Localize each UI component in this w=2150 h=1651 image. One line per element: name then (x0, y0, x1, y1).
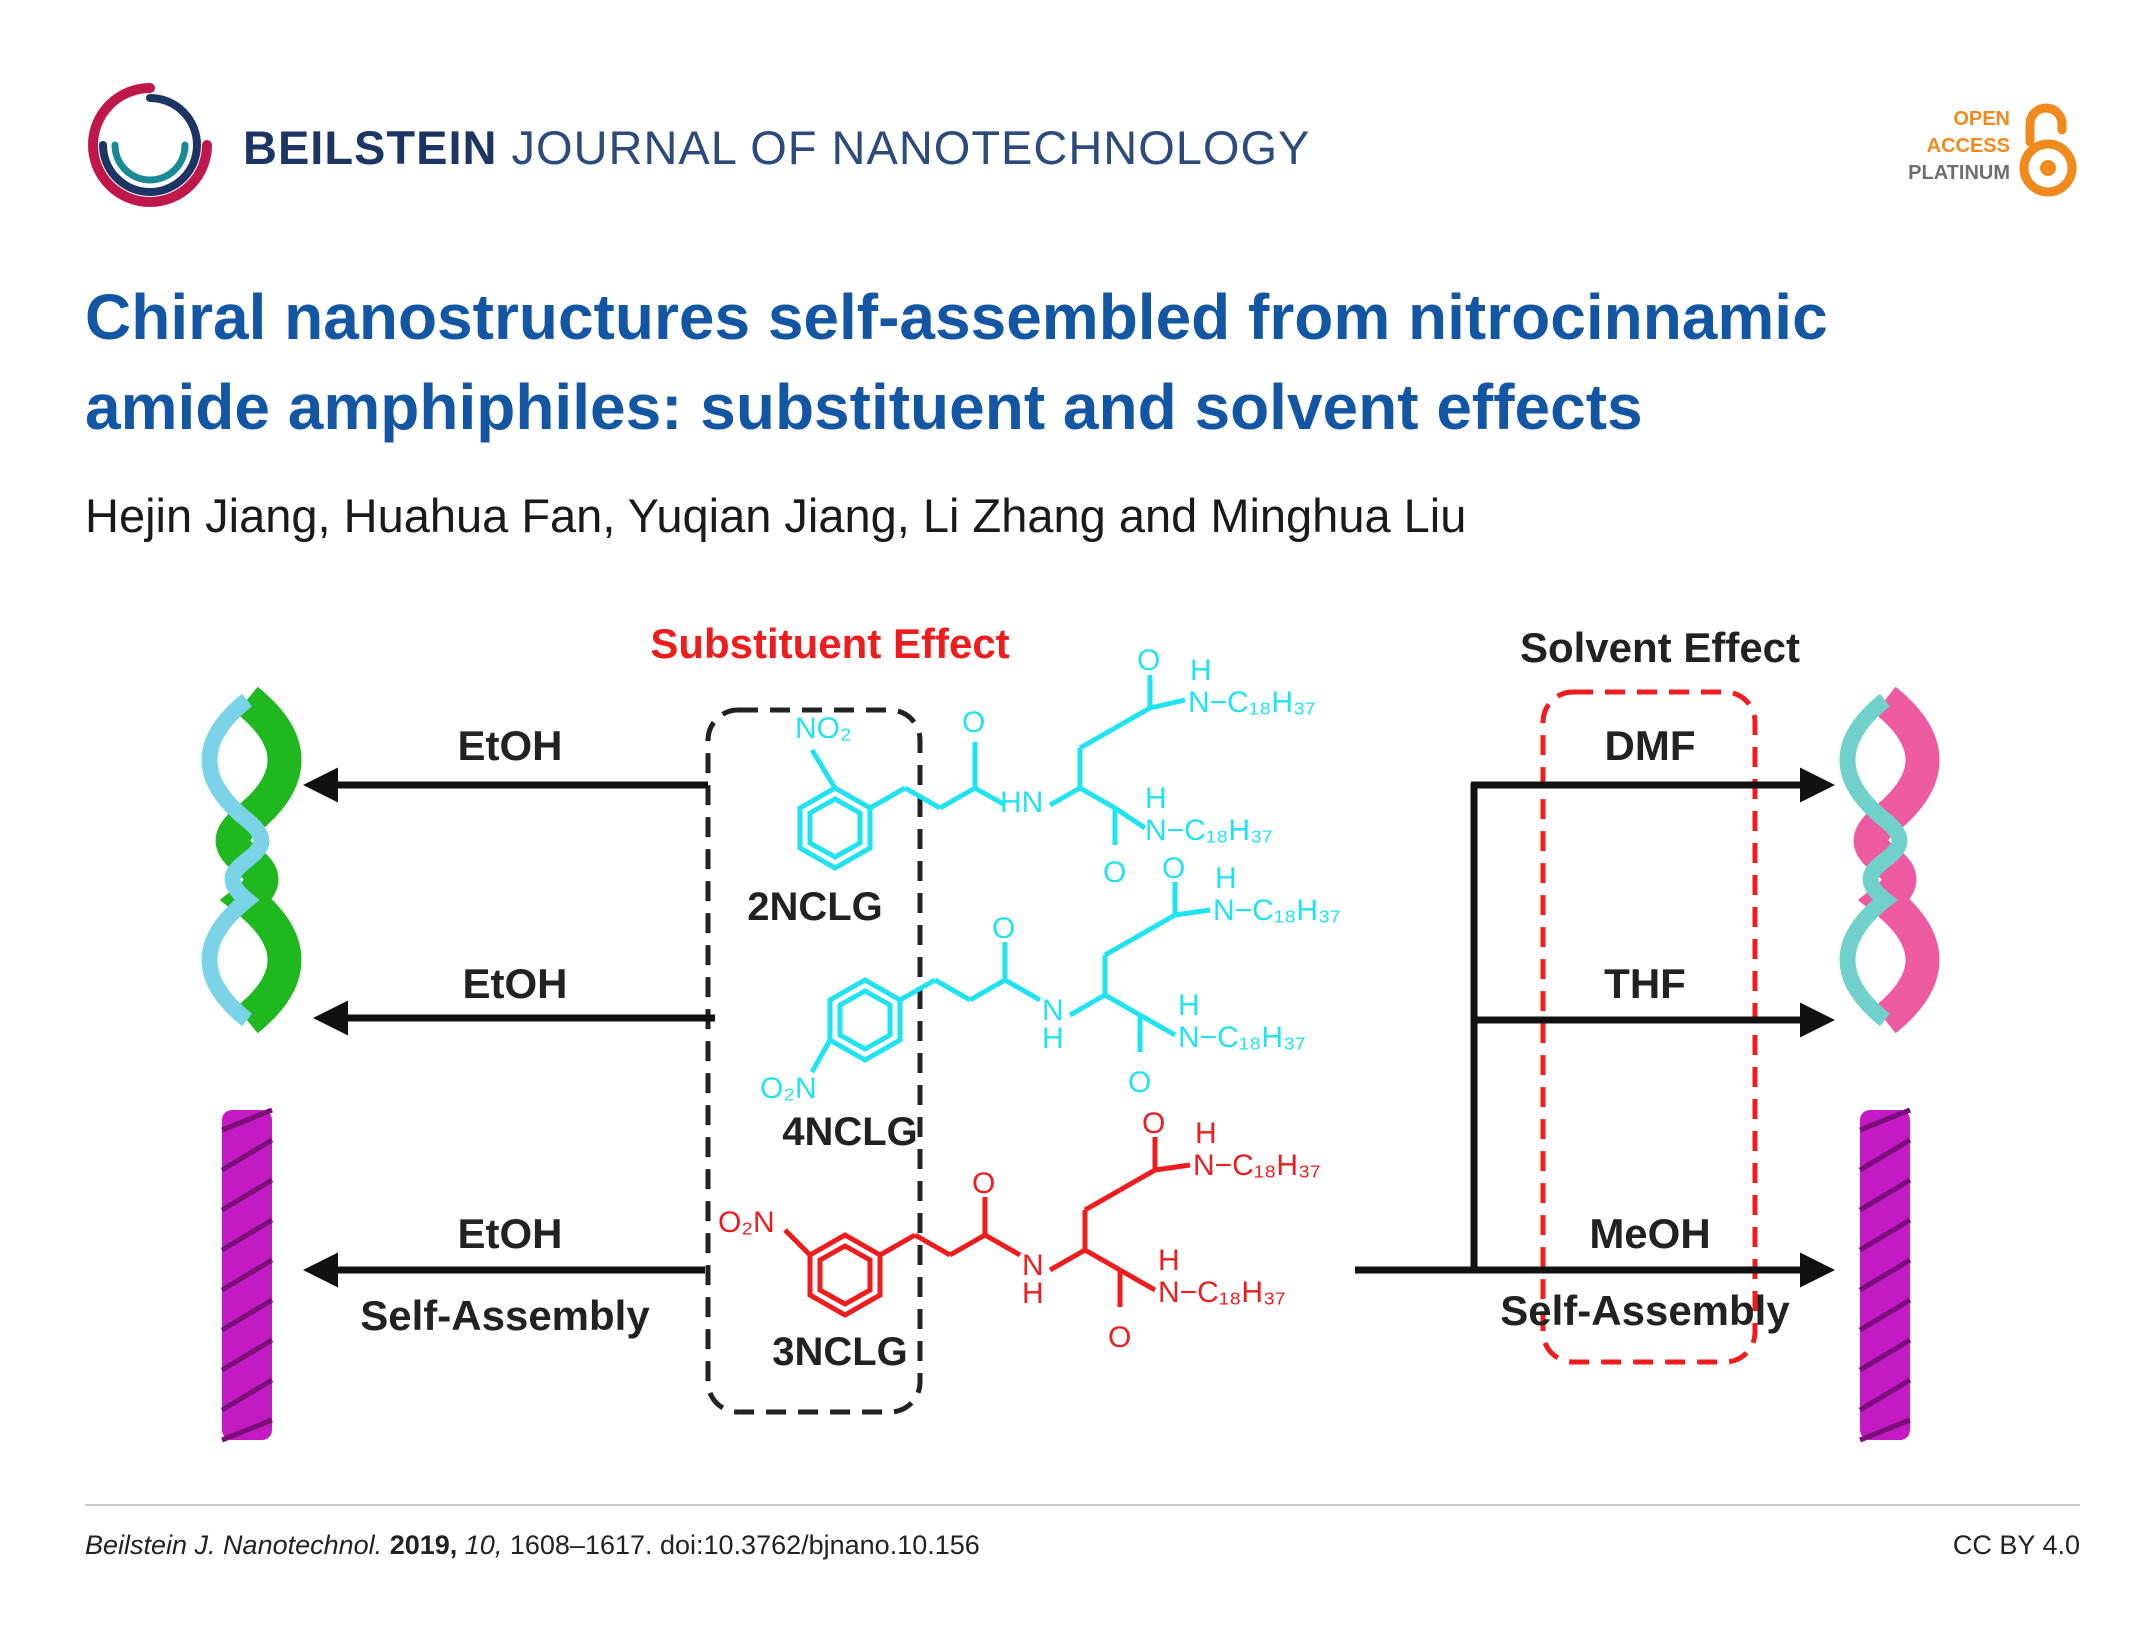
right-solvent-label-2: THF (1604, 960, 1686, 1007)
citation-journal: Beilstein J. Nanotechnol. (85, 1530, 383, 1560)
h-label-3b: H (1158, 1244, 1180, 1277)
citation-year: 2019, (389, 1530, 458, 1560)
o-label-3b: O (1142, 1107, 1165, 1140)
compound-label-4nclg: 4NCLG (782, 1110, 918, 1154)
right-pink-helix (1839, 686, 1940, 1034)
h-label-2a: H (1215, 862, 1237, 895)
h-label-1b: H (1145, 782, 1167, 815)
nitro-label-3: O₂N (718, 1206, 775, 1239)
nitro-label-2: O₂N (760, 1072, 817, 1105)
h-label-2: H (1042, 1022, 1064, 1055)
solvent-box (1540, 689, 1758, 1365)
oa-platinum-label: PLATINUM (1908, 162, 2010, 184)
o-label-1a: O (962, 706, 985, 739)
chain-label-1b: N−C₁₈H₃₇ (1145, 814, 1273, 847)
h-label-1a: H (1190, 654, 1212, 687)
citation-pages-doi[interactable]: 1608–1617. doi:10.3762/bjnano.10.156 (509, 1530, 980, 1560)
o-label-3c: O (1108, 1321, 1131, 1354)
h-label-2b: H (1178, 989, 1200, 1022)
chain-label-2b: N−C₁₈H₃₇ (1178, 1021, 1306, 1054)
hn-label-1: HN (1000, 786, 1043, 819)
left-solvent-label-1: EtOH (458, 722, 563, 769)
substituent-effect-label: Substituent Effect (650, 620, 1009, 667)
article-title-line2: amide amphiphiles: substituent and solve… (85, 371, 1643, 443)
substituent-box (705, 707, 923, 1415)
solvent-effect-label: Solvent Effect (1520, 624, 1800, 671)
left-magenta-rope (220, 1107, 274, 1443)
footer-divider (85, 1504, 2080, 1506)
journal-name: BEILSTEIN JOURNAL OF NANOTECHNOLOGY (243, 120, 1310, 175)
compound-label-3nclg: 3NCLG (772, 1330, 908, 1374)
molecule-3nclg (783, 1137, 1191, 1318)
right-solvent-label-3: MeOH (1589, 1210, 1710, 1257)
graphical-abstract: Substituent Effect Solvent Effect EtOH E… (201, 620, 1940, 1443)
o-label-1b: O (1137, 644, 1160, 677)
chain-label-3b: N−C₁₈H₃₇ (1158, 1276, 1286, 1309)
article-title: Chiral nanostructures self-assembled fro… (85, 272, 2075, 452)
chain-label-3a: N−C₁₈H₃₇ (1193, 1149, 1321, 1182)
molecule-2nclg (797, 675, 1186, 871)
h-label-3a: H (1195, 1117, 1217, 1150)
journal-header: BEILSTEIN JOURNAL OF NANOTECHNOLOGY OPEN… (85, 80, 2080, 210)
beilstein-logo-icon (88, 83, 212, 207)
open-access-badge: OPEN ACCESS PLATINUM (1880, 100, 2080, 200)
license-label: CC BY 4.0 (1952, 1530, 2080, 1560)
journal-name-bold: BEILSTEIN (243, 121, 498, 174)
open-lock-icon (2019, 103, 2077, 197)
self-assembly-right: Self-Assembly (1500, 1287, 1790, 1334)
article-title-line1: Chiral nanostructures self-assembled fro… (85, 281, 1828, 353)
right-solvent-label-1: DMF (1605, 722, 1696, 769)
right-magenta-rope (1858, 1107, 1912, 1443)
left-solvent-label-3: EtOH (458, 1210, 563, 1257)
left-solvent-label-2: EtOH (463, 960, 568, 1007)
o-label-1c: O (1103, 856, 1126, 889)
citation-volume: 10, (464, 1530, 503, 1560)
n-label-3: N (1022, 1249, 1044, 1282)
o-label-3a: O (972, 1167, 995, 1200)
h-label-3: H (1022, 1277, 1044, 1310)
o-label-2c: O (1128, 1066, 1151, 1099)
nitro-label-1: NO₂ (795, 712, 852, 745)
compound-label-2nclg: 2NCLG (747, 885, 883, 929)
o-label-2b: O (1162, 852, 1185, 885)
chain-label-2a: N−C₁₈H₃₇ (1213, 894, 1341, 927)
journal-name-rest: JOURNAL OF NANOTECHNOLOGY (511, 121, 1311, 174)
oa-open-label: OPEN (1953, 108, 2010, 130)
molecule-4nclg (809, 882, 1211, 1074)
o-label-2a: O (992, 912, 1015, 945)
chain-label-1a: N−C₁₈H₃₇ (1188, 686, 1316, 719)
n-label-2: N (1042, 994, 1064, 1027)
left-green-helix (201, 686, 302, 1034)
oa-access-label: ACCESS (1926, 135, 2010, 157)
self-assembly-left: Self-Assembly (360, 1292, 650, 1339)
article-authors: Hejin Jiang, Huahua Fan, Yuqian Jiang, L… (85, 489, 1467, 542)
citation: Beilstein J. Nanotechnol. 2019, 10, 1608… (85, 1530, 980, 1561)
